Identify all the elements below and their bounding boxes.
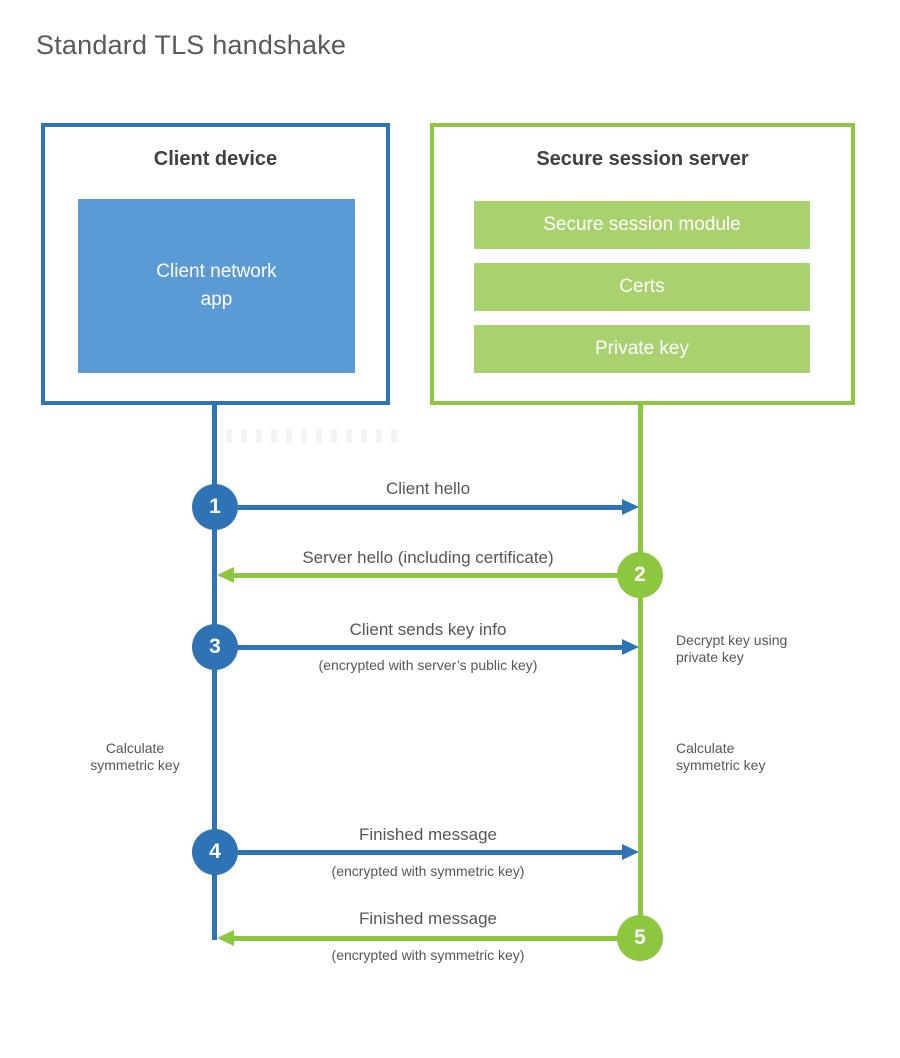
step3-arrowhead-right-icon (622, 639, 639, 655)
step4-circle: 4 (192, 829, 238, 875)
step3-circle: 3 (192, 624, 238, 670)
step3-sublabel: (encrypted with server’s public key) (318, 657, 538, 673)
step2-circle: 2 (617, 552, 663, 598)
step4-label: Finished message (359, 825, 497, 844)
calculate-symmetric-key-left-note: Calculate symmetric key (90, 740, 180, 773)
step5-label: Finished message (359, 909, 497, 928)
secure-session-server-title: Secure session server (536, 148, 749, 170)
step4-sublabel: (encrypted with symmetric key) (331, 863, 525, 879)
faint-dash-artifact (226, 429, 398, 443)
step1-label: Client hello (385, 479, 471, 498)
step5-circle: 5 (617, 915, 663, 961)
client-device-box: Client device Client network app (41, 123, 390, 405)
step1-circle: 1 (192, 484, 238, 530)
step5-arrowhead-left-icon (217, 930, 234, 946)
step3-label: Client sends key info (349, 620, 507, 639)
secure-session-module-bar: Secure session module (474, 201, 810, 249)
private-key-bar: Private key (474, 325, 810, 373)
client-lifeline (212, 405, 217, 940)
diagram-title: Standard TLS handshake (36, 30, 347, 60)
step1-arrowhead-right-icon (622, 499, 639, 515)
step2-arrowhead-left-icon (217, 567, 234, 583)
server-lifeline (638, 405, 643, 940)
step3-arrow-line (237, 645, 622, 650)
step2-arrow-line (234, 573, 618, 578)
step4-arrow-line (237, 850, 622, 855)
decrypt-key-note: Decrypt key using private key (676, 632, 788, 665)
client-device-title: Client device (153, 148, 278, 170)
secure-session-server-box: Secure session server Secure session mod… (430, 123, 855, 405)
certs-bar: Certs (474, 263, 810, 311)
client-network-app-block: Client network app (78, 199, 355, 373)
calculate-symmetric-key-right-note: Calculate symmetric key (676, 740, 766, 773)
step4-arrowhead-right-icon (622, 844, 639, 860)
step2-label: Server hello (including certificate) (302, 548, 554, 567)
step1-arrow-line (237, 505, 622, 510)
step5-sublabel: (encrypted with symmetric key) (331, 947, 525, 963)
step5-arrow-line (234, 936, 618, 941)
